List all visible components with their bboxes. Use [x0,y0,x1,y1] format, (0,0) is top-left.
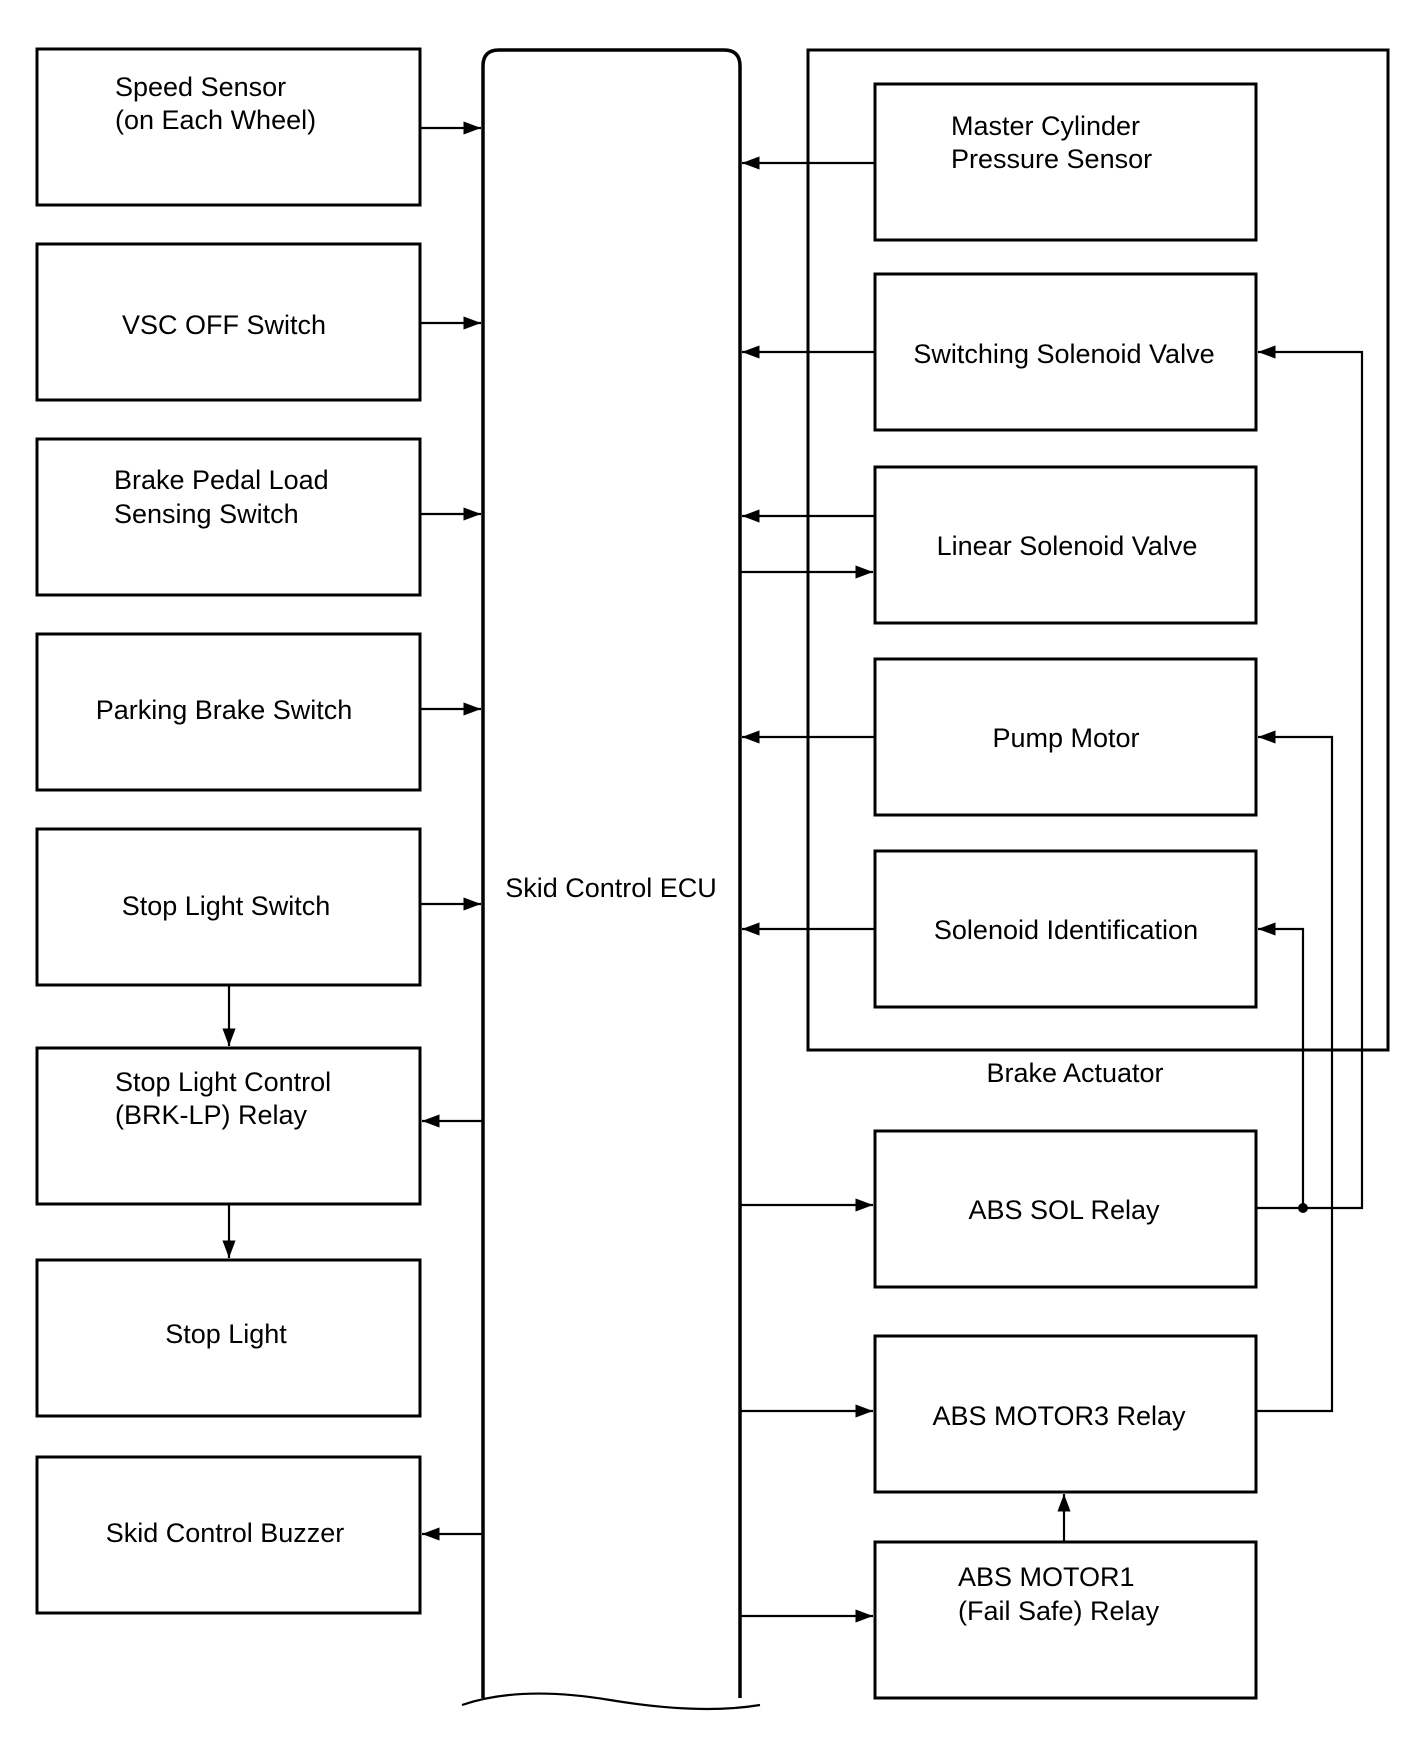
skid-control-ecu-block [481,48,742,1698]
speed-sensor-box: Speed Sensor (on Each Wheel) [35,47,422,207]
master-cylinder-sensor-box: Master Cylinder Pressure Sensor [873,82,1258,242]
wire-abs-sol-to-solenoid-id [1258,922,1305,1208]
pump-motor-box: Pump Motor [873,657,1258,817]
stop-light-switch-label: Stop Light Switch [122,891,331,921]
abs-sol-relay-box: ABS SOL Relay [873,1129,1258,1289]
brake-pedal-load-switch-box: Brake Pedal Load Sensing Switch [35,437,422,597]
brake-actuator-label: Brake Actuator [986,1058,1163,1088]
wire-abs-motor3-to-pump-motor [1256,730,1334,1413]
master-cylinder-sensor-label: Master Cylinder Pressure Sensor [951,111,1152,174]
speed-sensor-label: Speed Sensor (on Each Wheel) [115,72,316,135]
switching-solenoid-valve-label: Switching Solenoid Valve [913,339,1214,369]
solenoid-identification-label: Solenoid Identification [934,915,1198,945]
stop-light-relay-label: Stop Light Control (BRK-LP) Relay [115,1067,339,1130]
vsc-off-switch-label: VSC OFF Switch [122,310,326,340]
junction-dot [1298,1203,1308,1213]
abs-motor3-relay-label: ABS MOTOR3 Relay [932,1401,1186,1431]
abs-motor1-relay-label: ABS MOTOR1 (Fail Safe) Relay [958,1562,1160,1626]
parking-brake-switch-box: Parking Brake Switch [35,632,422,792]
vsc-off-switch-box: VSC OFF Switch [35,242,422,402]
abs-motor1-relay-box: ABS MOTOR1 (Fail Safe) Relay [873,1540,1258,1700]
skid-control-buzzer-box: Skid Control Buzzer [35,1455,422,1615]
brake-pedal-load-switch-label: Brake Pedal Load Sensing Switch [114,465,336,529]
stop-light-label: Stop Light [165,1319,287,1349]
wire-abs-sol-to-switching-valve [1256,345,1364,1210]
parking-brake-switch-label: Parking Brake Switch [96,695,353,725]
abs-sol-relay-label: ABS SOL Relay [968,1195,1160,1225]
linear-solenoid-valve-label: Linear Solenoid Valve [937,531,1198,561]
brake-actuator-frame [806,48,1390,1052]
stop-light-relay-box: Stop Light Control (BRK-LP) Relay [35,1046,422,1206]
stop-light-box: Stop Light [35,1258,422,1418]
skid-control-buzzer-label: Skid Control Buzzer [106,1518,345,1548]
stop-light-switch-box: Stop Light Switch [35,827,422,987]
pump-motor-label: Pump Motor [992,723,1139,753]
ecu-break-line [461,1692,761,1711]
switching-solenoid-valve-box: Switching Solenoid Valve [873,272,1258,432]
solenoid-identification-box: Solenoid Identification [873,849,1258,1009]
abs-motor3-relay-box: ABS MOTOR3 Relay [873,1334,1258,1494]
ecu-label: Skid Control ECU [505,873,717,903]
linear-solenoid-valve-box: Linear Solenoid Valve [873,465,1258,625]
